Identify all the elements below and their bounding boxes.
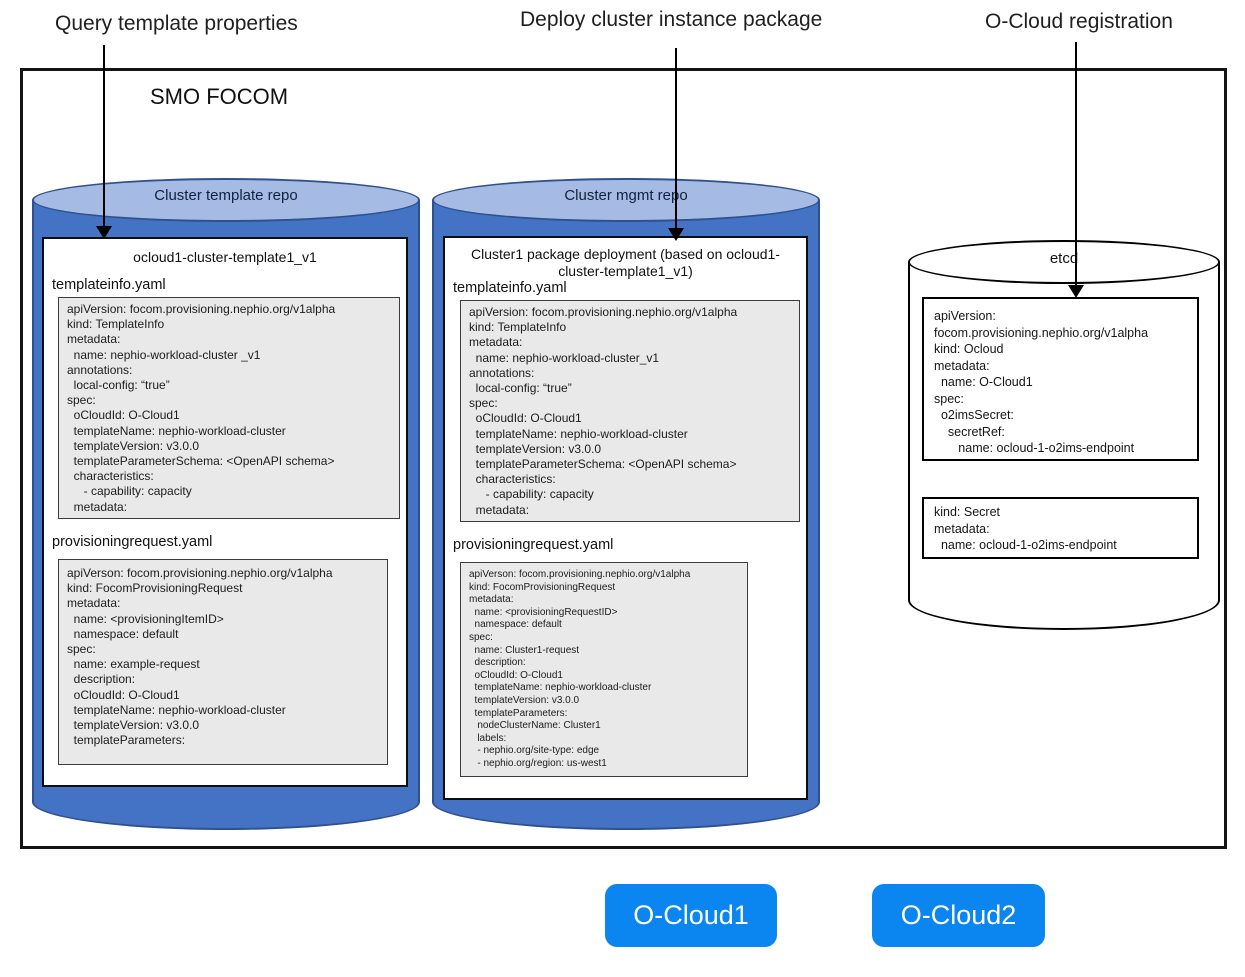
arrow-shaft (1074, 42, 1077, 287)
arrow-ocloud-registration (1068, 42, 1084, 298)
yaml-content-templateinfo: apiVersion: focom.provisioning.nephio.or… (460, 300, 800, 522)
yaml-content-provisioningrequest: apiVerson: focom.provisioning.nephio.org… (58, 559, 388, 765)
etcd-secret-resource-box: kind: Secret metadata: name: ocloud-1-o2… (922, 497, 1199, 559)
yaml-file-label: provisioningrequest.yaml (52, 534, 213, 550)
yaml-file-label: provisioningrequest.yaml (453, 537, 614, 553)
ocloud2-node: O-Cloud2 (872, 884, 1045, 947)
cluster-mgmt-repo-label: Cluster mgmt repo (564, 187, 688, 204)
cylinder-top-ellipse (32, 178, 420, 222)
flow-label-query-template-properties: Query template properties (55, 12, 298, 35)
flow-label-deploy-cluster-instance-package: Deploy cluster instance package (520, 8, 823, 31)
yaml-file-label: templateinfo.yaml (453, 280, 567, 296)
ocloud1-node: O-Cloud1 (605, 884, 777, 947)
arrow-head (668, 228, 684, 241)
package-title: ocloud1-cluster-template1_v1 (133, 249, 317, 265)
yaml-content-templateinfo: apiVersion: focom.provisioning.nephio.or… (58, 297, 400, 519)
smo-focom-title: SMO FOCOM (150, 84, 289, 109)
flow-label-ocloud-registration: O-Cloud registration (985, 10, 1173, 33)
cluster-template-repo-label: Cluster template repo (154, 187, 298, 204)
arrow-query-template-properties (96, 45, 112, 239)
etcd-ocloud-resource-box: apiVersion: focom.provisioning.nephio.or… (922, 297, 1199, 461)
arrow-head (96, 226, 112, 239)
arrow-deploy-cluster-package (668, 48, 684, 241)
cluster1-deployment-package-box: Cluster1 package deployment (based on oc… (443, 236, 808, 800)
package-title: Cluster1 package deployment (based on oc… (471, 246, 780, 279)
arrow-head (1068, 285, 1084, 298)
yaml-file-label: templateinfo.yaml (52, 277, 166, 293)
etcd-label: etcd (1049, 250, 1079, 267)
arrow-shaft (674, 48, 677, 230)
cylinder-top-ellipse (908, 240, 1220, 284)
cylinder-top-ellipse (432, 178, 820, 222)
arrow-shaft (102, 45, 105, 228)
template-package-box: ocloud1-cluster-template1_v1 templateinf… (42, 237, 408, 787)
yaml-content-provisioningrequest: apiVerson: focom.provisioning.nephio.org… (460, 562, 748, 777)
